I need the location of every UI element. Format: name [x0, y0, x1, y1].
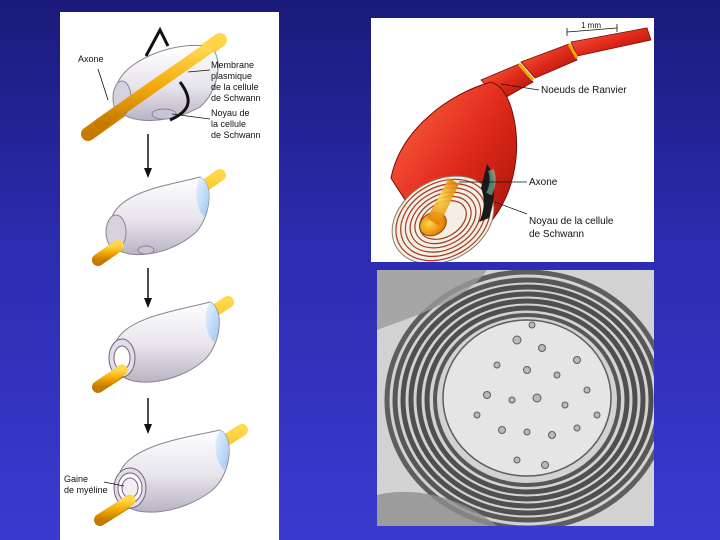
- scale-bar: 1 mm: [567, 21, 617, 36]
- myelination-diagram: Axone Membrane plasmique de la cellule d…: [60, 12, 279, 540]
- label-axone-left: Axone: [78, 54, 104, 64]
- label-noyau-right: Noyau de la cellule de Schwann: [529, 216, 616, 240]
- label-axone-right: Axone: [529, 177, 558, 188]
- step-arrow-2: [144, 268, 152, 308]
- label-noyau-left: Noyau de la cellule de Schwann: [211, 108, 261, 140]
- myelination-steps-panel: Axone Membrane plasmique de la cellule d…: [60, 12, 279, 540]
- stage-2: [98, 175, 220, 260]
- label-noeuds-ranvier: Noeuds de Ranvier: [541, 85, 627, 96]
- label-membrane: Membrane plasmique de la cellule de Schw…: [211, 60, 261, 103]
- scale-label: 1 mm: [581, 21, 601, 30]
- label-gaine: Gaine de myéline: [64, 474, 108, 495]
- myelin-sheath-panel: 1 mm: [371, 18, 654, 262]
- step-arrow-3: [144, 398, 152, 434]
- stage-4: Gaine de myéline: [64, 430, 242, 520]
- stage-3: [98, 302, 228, 387]
- micrograph-image: [377, 270, 654, 526]
- electron-micrograph: [377, 270, 654, 526]
- stage-1: Axone Membrane plasmique de la cellule d…: [78, 30, 261, 140]
- myelin-sheath-diagram: 1 mm: [371, 18, 654, 262]
- myelin-sheath: [376, 82, 516, 262]
- step-arrow-1: [144, 134, 152, 178]
